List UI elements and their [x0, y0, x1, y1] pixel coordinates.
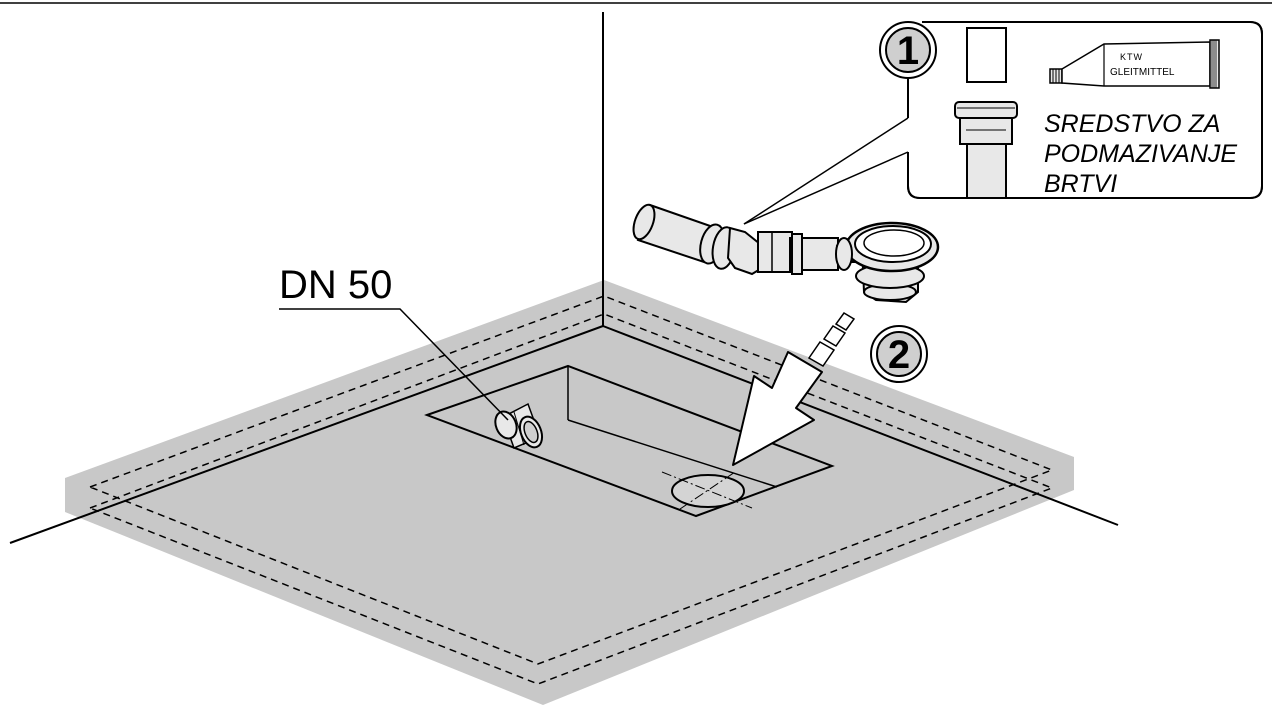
- step-2-badge: 2: [870, 325, 928, 383]
- recess-inner-floor: [567, 419, 778, 488]
- pipe-size-leader: [279, 308, 509, 421]
- step-1-badge: 1: [879, 21, 937, 79]
- lubricant-label-line-3: BRTVI: [1044, 170, 1117, 198]
- lubricant-label-line-1: SREDSTVO ZA: [1044, 110, 1220, 138]
- shower-tray: [65, 280, 1074, 705]
- tray-dashed-outline-outer: [89, 295, 1055, 665]
- wall-floor-line-right: [602, 325, 1119, 526]
- detail-pipe-upper: [966, 27, 1007, 83]
- drain-hole: [671, 474, 745, 508]
- pipe-size-label: DN 50: [279, 263, 392, 307]
- detail-pipe-socket: [954, 101, 1018, 199]
- callout-leader-bottom: [743, 151, 909, 225]
- tube-brand-text: KTW: [1120, 52, 1143, 62]
- tray-dashed-outline-inner: [89, 313, 1055, 685]
- callout-leader-top: [743, 117, 909, 225]
- insert-direction-arrow: [732, 312, 856, 466]
- wall-floor-line-left: [9, 325, 604, 544]
- tube-product-text: GLEITMITTEL: [1110, 67, 1175, 78]
- step-2-number: 2: [888, 333, 910, 377]
- pipe-stub-dn50: [494, 402, 544, 450]
- drain-siphon-assembly: [632, 203, 940, 304]
- step-1-number: 1: [897, 29, 919, 73]
- lubricant-tube: KTW GLEITMITTEL: [1049, 39, 1220, 89]
- lubricant-label-line-2: PODMAZIVANJE: [1044, 140, 1237, 168]
- drain-hole-axis-1: [661, 471, 753, 509]
- drain-hole-axis-2: [679, 471, 736, 510]
